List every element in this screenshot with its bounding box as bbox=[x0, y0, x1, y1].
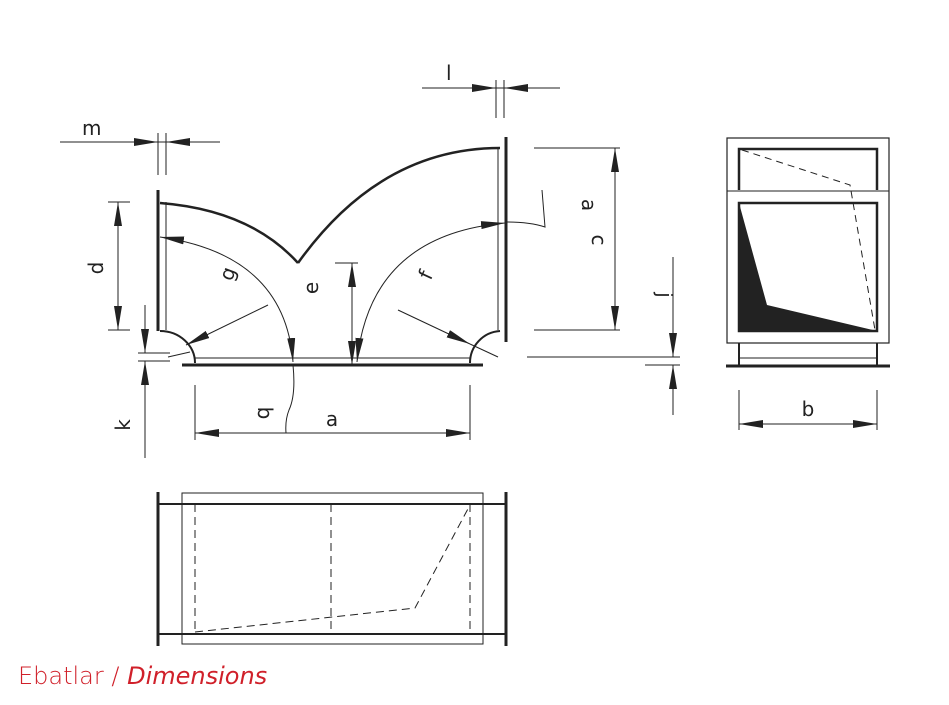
label-g: g bbox=[214, 264, 241, 284]
caption-title: Ebatlar / Dimensions bbox=[18, 662, 267, 690]
label-a-side: a bbox=[577, 199, 601, 211]
side-view bbox=[60, 80, 680, 458]
label-b-front: b bbox=[802, 397, 815, 421]
title-en: Dimensions bbox=[127, 662, 268, 690]
title-sep: / bbox=[103, 662, 128, 690]
label-e: e bbox=[299, 282, 323, 294]
front-view bbox=[726, 137, 890, 430]
label-c: c bbox=[587, 235, 611, 246]
title-tr: Ebatlar bbox=[18, 662, 104, 690]
label-m: m bbox=[82, 116, 101, 140]
top-view bbox=[156, 492, 508, 646]
label-k: k bbox=[111, 419, 135, 431]
label-l: l bbox=[446, 61, 452, 85]
label-j: j bbox=[653, 291, 677, 298]
label-f: f bbox=[413, 266, 438, 283]
label-b-leader: b bbox=[253, 407, 277, 420]
label-a-bottom: a bbox=[326, 407, 338, 431]
label-d: d bbox=[84, 262, 108, 275]
